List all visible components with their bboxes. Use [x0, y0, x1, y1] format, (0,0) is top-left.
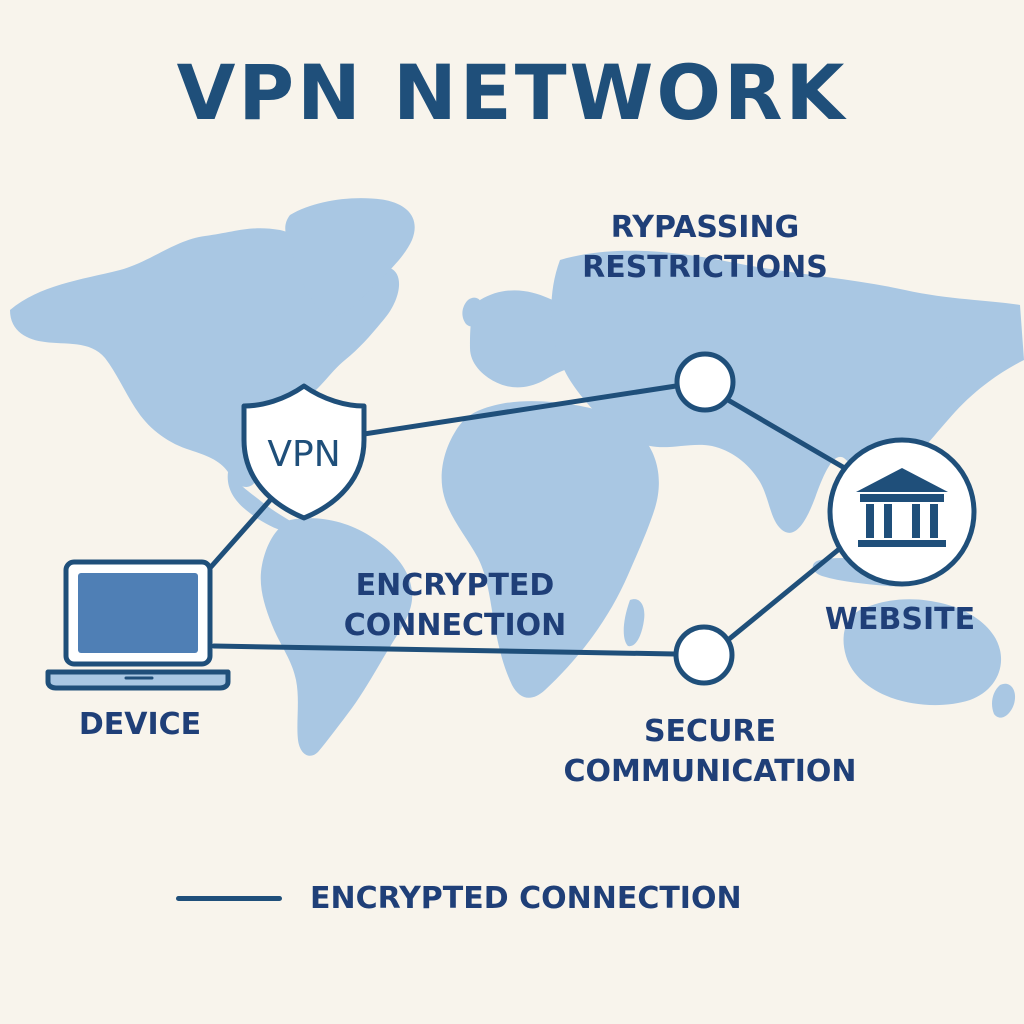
- label-secure-line-2: COMMUNICATION: [563, 754, 857, 789]
- map-madagascar: [623, 599, 645, 647]
- label-secure-line-1: SECURE: [643, 714, 777, 749]
- shield-vpn-text: VPN: [267, 434, 340, 475]
- legend-line-swatch: [176, 895, 282, 901]
- connection-lines: [207, 383, 851, 657]
- legend-text: ENCRYPTED CONNECTION: [310, 880, 742, 916]
- label-encrypted-line-1: ENCRYPTED: [355, 568, 555, 603]
- map-greenland: [285, 198, 415, 316]
- relay-node-bottom: [673, 624, 735, 686]
- bank-building-icon: [827, 437, 977, 587]
- label-encrypted-line-2: CONNECTION: [343, 608, 567, 643]
- laptop-icon: [45, 559, 231, 691]
- map-australia: [843, 599, 1002, 706]
- label-secure-communication: SECURE COMMUNICATION: [550, 712, 870, 792]
- link-device-vpn: [207, 495, 275, 571]
- map-uk: [462, 297, 483, 327]
- link-device-relay-bottom: [211, 643, 678, 657]
- map-japan: [932, 377, 959, 421]
- label-device: DEVICE: [78, 707, 202, 742]
- legend: ENCRYPTED CONNECTION: [176, 876, 742, 920]
- map-central-america: [227, 472, 297, 533]
- relay-node-top: [674, 351, 736, 413]
- shield-icon: VPN: [241, 383, 367, 521]
- map-south-america: [260, 518, 413, 756]
- label-website: WEBSITE: [824, 602, 976, 637]
- map-north-america: [10, 228, 400, 487]
- link-vpn-relay-top: [361, 383, 679, 437]
- label-bypassing-line-1: RYPASSING: [610, 210, 800, 245]
- label-bypassing-line-2: RESTRICTIONS: [582, 250, 828, 285]
- label-bypassing-restrictions: RYPASSING RESTRICTIONS: [560, 208, 850, 288]
- link-relay-bottom-website: [725, 547, 841, 643]
- link-relay-top-website: [725, 397, 851, 473]
- page-title: VPN NETWORK: [176, 48, 848, 137]
- map-africa: [441, 401, 659, 698]
- map-new-zealand: [992, 683, 1016, 718]
- label-encrypted-connection: ENCRYPTED CONNECTION: [320, 566, 590, 646]
